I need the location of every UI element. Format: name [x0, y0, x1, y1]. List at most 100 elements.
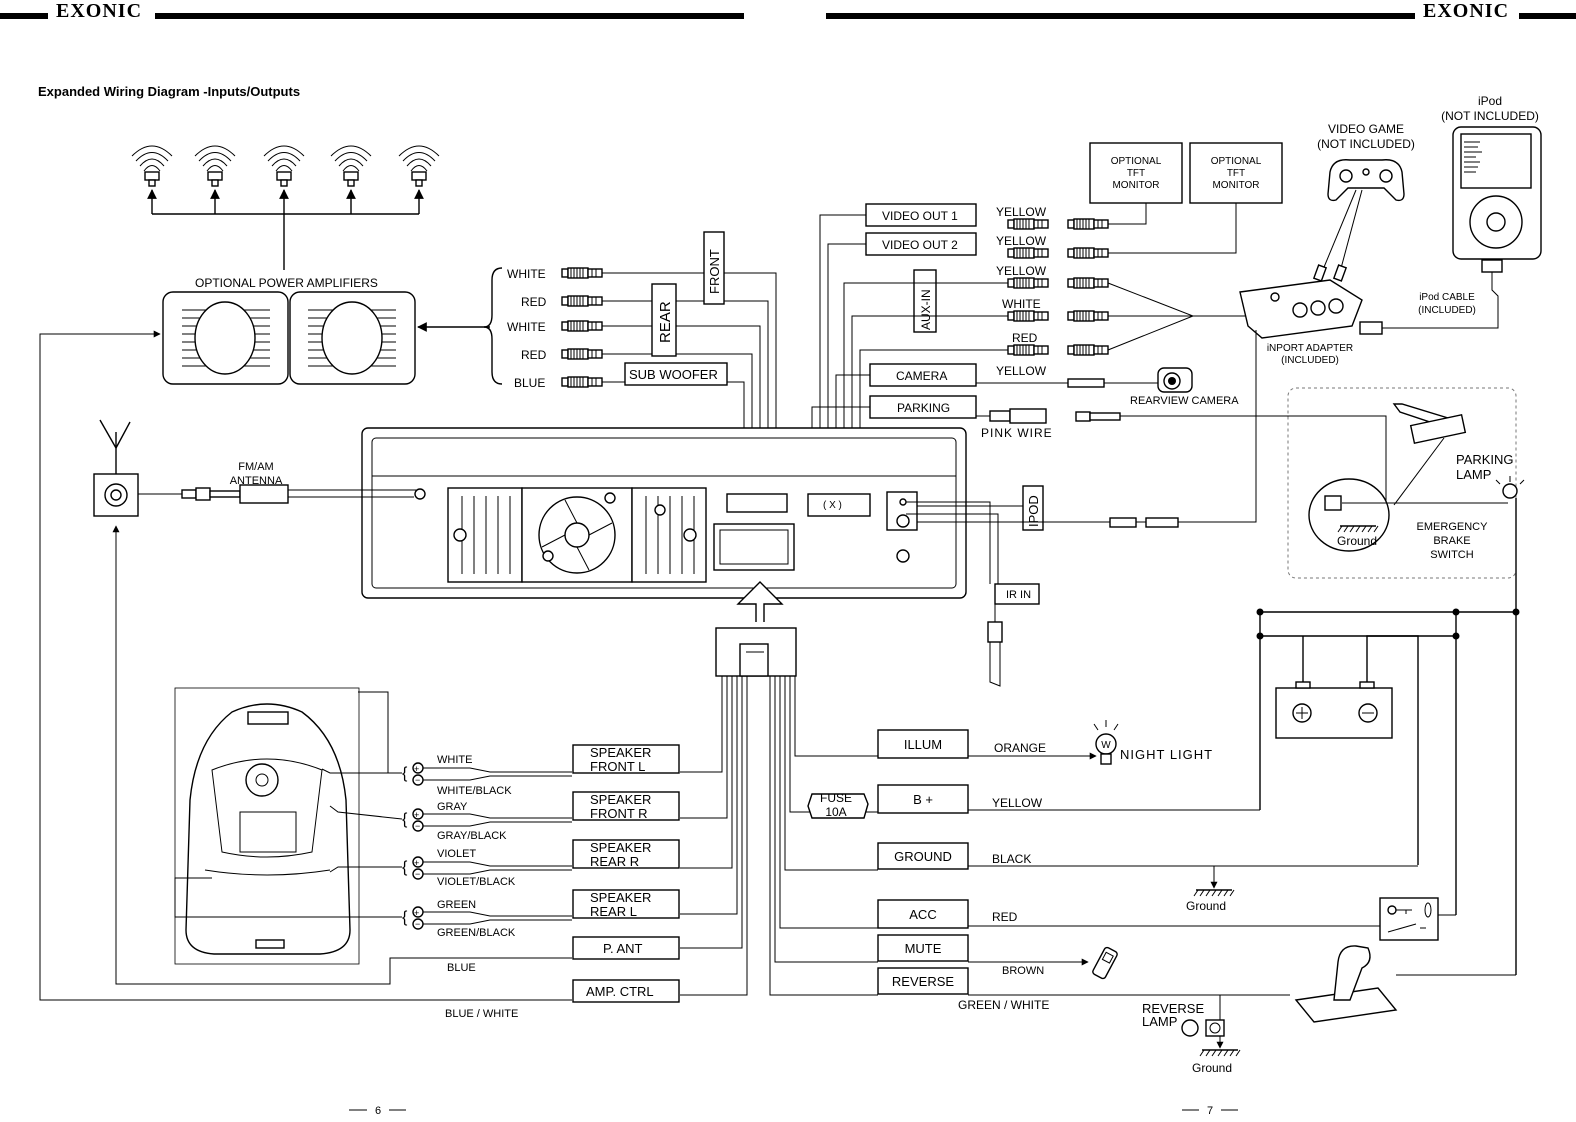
wire-box-label: B +	[913, 792, 933, 807]
rca-plug-icon	[1007, 218, 1049, 230]
wire-box-label: ACC	[909, 907, 936, 922]
pant-box-label: P. ANT	[603, 941, 643, 956]
speaker-wires: { + − WHITE WHITE/BLACK SPEAKER FRONT L …	[39, 330, 680, 1020]
speaker-icon	[131, 145, 173, 187]
ampctrl-box-label: AMP. CTRL	[586, 984, 654, 999]
speaker-wire-pos: GREEN	[437, 899, 476, 911]
reverse-lamp-label: LAMP	[1142, 1014, 1177, 1029]
speaker-wire-neg: VIOLET/BLACK	[437, 876, 516, 888]
svg-text:−: −	[415, 775, 420, 785]
svg-text:−: −	[415, 821, 420, 831]
wire-color-label: RED	[1012, 331, 1038, 345]
pant-wire-label: BLUE	[447, 962, 476, 974]
brake-switch-label: SWITCH	[1430, 549, 1473, 561]
ground-label: Ground	[1192, 1061, 1232, 1075]
speaker-box-label: FRONT R	[590, 806, 648, 821]
monitor-label-line: MONITOR	[1212, 180, 1259, 191]
rca-plug-icon	[561, 320, 603, 332]
wire-color-label: BROWN	[1002, 965, 1044, 977]
speaker-icon	[398, 145, 440, 187]
speaker-box-label: SPEAKER	[590, 840, 651, 855]
svg-text:+: +	[414, 764, 419, 774]
monitor-label-line: OPTIONAL	[1111, 156, 1162, 167]
amplifier-icon	[162, 291, 416, 385]
ipod-label: iPod	[1478, 94, 1502, 108]
page-number-left: 6	[375, 1105, 381, 1117]
ipod-cable-label: iPod CABLE	[1419, 292, 1475, 303]
wire-color-label: YELLOW	[996, 205, 1047, 219]
brand-left: EXONIC	[56, 0, 142, 22]
rear-label: REAR	[657, 301, 674, 343]
rca-plug-icon	[561, 267, 603, 279]
rca-plug-icon	[1007, 344, 1049, 356]
svg-text:−: −	[415, 869, 420, 879]
speaker-wire-neg: GREEN/BLACK	[437, 927, 516, 939]
parking-lamp-label: PARKING	[1456, 452, 1514, 467]
rca-plug-icon	[561, 348, 603, 360]
rca-wire-label: RED	[521, 348, 547, 362]
front-label: FRONT	[707, 249, 722, 294]
monitor-label-line: TFT	[1127, 168, 1145, 179]
video-section: VIDEO OUT 1 VIDEO OUT 2 YELLOW YELLOW OP…	[811, 142, 1283, 500]
parking-lamp-icon	[1495, 476, 1525, 499]
amplifier-label: OPTIONAL POWER AMPLIFIERS	[195, 276, 378, 290]
svg-text:+: +	[414, 810, 419, 820]
antenna-section: FM/AM ANTENNA	[93, 419, 417, 517]
svg-text:W: W	[1101, 740, 1111, 751]
night-light-label: NIGHT LIGHT	[1120, 747, 1213, 762]
wire-color-label: ORANGE	[994, 741, 1046, 755]
speaker-box-label: SPEAKER	[590, 890, 651, 905]
rearview-camera-icon	[1157, 367, 1193, 393]
tft-monitor-icon	[1089, 142, 1183, 204]
ground-label: Ground	[1186, 899, 1226, 913]
rca-plug-icon	[1067, 344, 1109, 356]
wire-color-label: YELLOW	[992, 796, 1043, 810]
inport-adapter-label: iNPORT ADAPTER	[1267, 343, 1353, 354]
rca-wire-label: BLUE	[514, 376, 545, 390]
wire-box-label: GROUND	[894, 849, 952, 864]
rearview-camera-label: REARVIEW CAMERA	[1130, 395, 1239, 407]
handbrake-icon	[1392, 403, 1467, 445]
diagram-title: Expanded Wiring Diagram -Inputs/Outputs	[38, 84, 300, 99]
svg-text:{: {	[402, 811, 408, 828]
antenna-label: FM/AM	[238, 461, 273, 473]
speaker-wire-neg: GRAY/BLACK	[437, 830, 507, 842]
ipod-cable-label: (INCLUDED)	[1418, 305, 1476, 316]
brake-switch-label: BRAKE	[1433, 535, 1470, 547]
gamepad-icon	[1327, 159, 1405, 202]
speaker-row	[131, 145, 440, 270]
svg-text:−: −	[415, 919, 420, 929]
brand-right: EXONIC	[1423, 0, 1509, 22]
wire-color-label: YELLOW	[996, 264, 1047, 278]
brake-switch-label: EMERGENCY	[1417, 521, 1489, 533]
svg-text:( X ): ( X )	[823, 500, 842, 511]
monitor-label-line: MONITOR	[1112, 180, 1159, 191]
monitor-label-line: TFT	[1227, 168, 1245, 179]
tft-monitor-icon	[1189, 142, 1283, 204]
rca-wire-label: WHITE	[507, 267, 546, 281]
rca-wire-label: WHITE	[507, 320, 546, 334]
gear-shift-icon	[1294, 945, 1398, 1023]
ir-in-label: IR IN	[1006, 589, 1031, 601]
wire-color-label: WHITE	[1002, 297, 1041, 311]
svg-text:{: {	[402, 859, 408, 876]
speaker-wire-pos: VIOLET	[437, 848, 476, 860]
battery-icon	[1275, 681, 1393, 739]
rca-plug-icon	[1067, 277, 1109, 289]
video-game-label: (NOT INCLUDED)	[1317, 137, 1415, 151]
bulb-icon: W	[1093, 720, 1119, 765]
rca-plug-icon	[1007, 277, 1049, 289]
wire-box-label: MUTE	[905, 941, 942, 956]
wiring-harness	[680, 581, 878, 996]
rca-plug-icon	[1067, 247, 1109, 259]
speaker-wire-pos: GRAY	[437, 801, 468, 813]
rca-outputs: WHITE RED WHITE RED BLUE FRONT REAR SUB …	[507, 231, 777, 500]
ipod-label: (NOT INCLUDED)	[1441, 109, 1539, 123]
speaker-wire-pos: WHITE	[437, 754, 472, 766]
ipod-port-label: IPOD	[1026, 495, 1041, 527]
wire-color-label: YELLOW	[996, 234, 1047, 248]
wire-color-label: YELLOW	[996, 364, 1047, 378]
svg-text:{: {	[402, 765, 408, 782]
parking-lamp-label: LAMP	[1456, 467, 1491, 482]
camera-label: CAMERA	[896, 369, 947, 383]
